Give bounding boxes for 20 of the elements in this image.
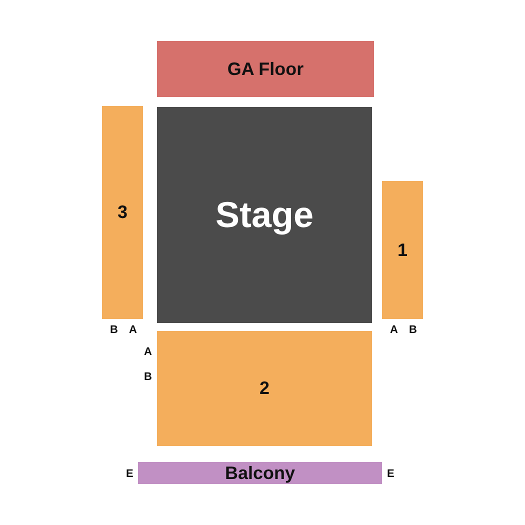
section-label: 3 — [117, 202, 128, 223]
floor-section — [157, 41, 374, 97]
section-label: Balcony — [224, 462, 296, 484]
section-label: Stage — [215, 194, 314, 236]
row-label: B — [409, 324, 417, 336]
stage-area — [157, 107, 372, 323]
balcony-section — [138, 462, 382, 484]
seating-section — [382, 181, 423, 319]
section-label: GA Floor — [227, 58, 304, 80]
section-label: 2 — [259, 378, 270, 399]
row-label: B — [110, 324, 118, 336]
row-label: A — [144, 346, 152, 358]
row-label: E — [387, 468, 394, 480]
row-label: A — [390, 324, 398, 336]
row-label: B — [144, 371, 152, 383]
seating-section — [102, 106, 143, 319]
section-label: 1 — [397, 240, 408, 260]
seating-section — [157, 331, 372, 446]
row-label: A — [129, 324, 137, 336]
row-label: E — [126, 468, 134, 480]
